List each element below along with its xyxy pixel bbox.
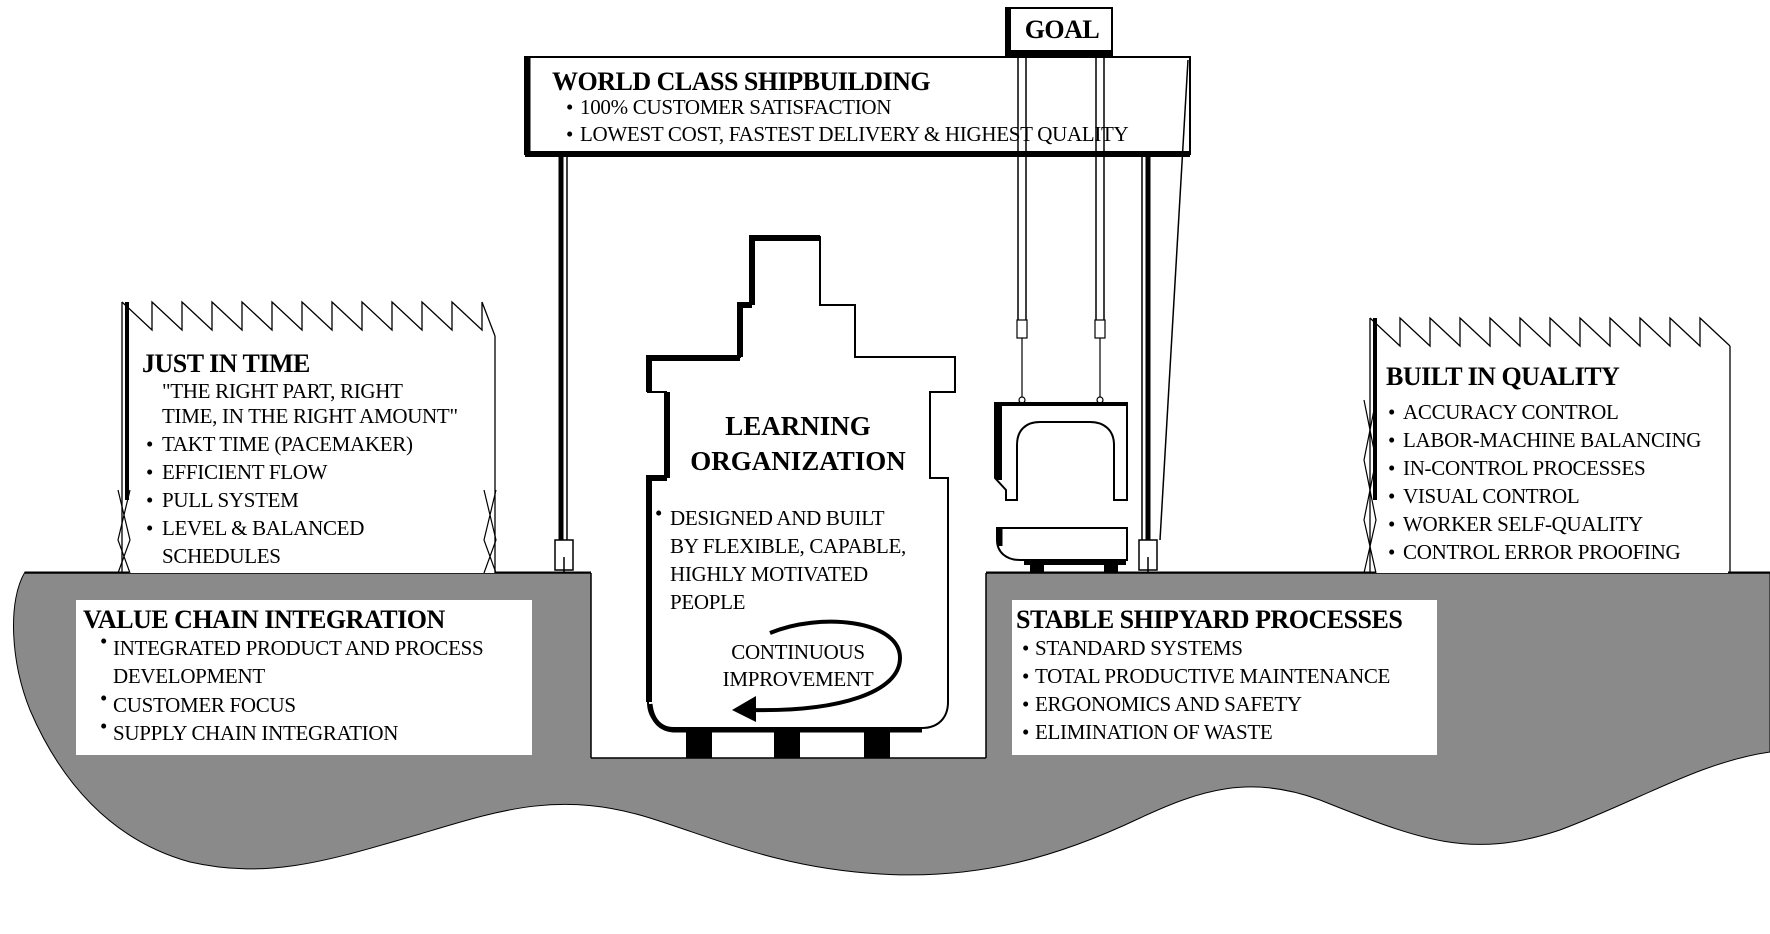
- cycle-label: CONTINUOUS: [731, 640, 865, 664]
- learning-title: LEARNING: [725, 411, 871, 441]
- world-class-item: 100% CUSTOMER SATISFACTION: [580, 95, 891, 119]
- ship-hull-shadow: [646, 235, 820, 702]
- bullet: •: [1022, 636, 1029, 660]
- goal-box: [1005, 7, 1113, 57]
- bullet: •: [1022, 664, 1029, 688]
- shed-brace: [483, 489, 497, 574]
- cycle-label: IMPROVEMENT: [723, 667, 874, 691]
- bullet: •: [146, 460, 153, 484]
- block-support-cap: [1024, 560, 1126, 565]
- shed-roof-right: [1369, 316, 1731, 348]
- learning-item: HIGHLY MOTIVATED: [670, 562, 868, 586]
- bullet: •: [1388, 512, 1395, 536]
- bullet: •: [1388, 540, 1395, 564]
- value-chain-title: VALUE CHAIN INTEGRATION: [83, 605, 445, 634]
- bullet: •: [146, 488, 153, 512]
- bullet: •: [1388, 484, 1395, 508]
- biq-item: IN-CONTROL PROCESSES: [1403, 456, 1645, 480]
- value-chain-item: CUSTOMER FOCUS: [113, 693, 296, 717]
- jit-item: SCHEDULES: [162, 544, 281, 568]
- stable-item: TOTAL PRODUCTIVE MAINTENANCE: [1035, 664, 1390, 688]
- learning-item: DESIGNED AND BUILT: [670, 506, 885, 530]
- stable-panel: [1012, 600, 1437, 755]
- cycle-arrow: [749, 619, 903, 713]
- learning-title: ORGANIZATION: [690, 446, 906, 476]
- value-chain-panel: [76, 600, 532, 755]
- bullet: •: [1022, 720, 1029, 744]
- bullet: •: [566, 122, 573, 146]
- ship-block-hanging: [994, 402, 1128, 501]
- biq-item: CONTROL ERROR PROOFING: [1403, 540, 1680, 564]
- learning-item: PEOPLE: [670, 590, 745, 614]
- jit-quote: "THE RIGHT PART, RIGHT: [162, 379, 403, 403]
- biq-item: VISUAL CONTROL: [1403, 484, 1579, 508]
- stable-item: ERGONOMICS AND SAFETY: [1035, 692, 1302, 716]
- ship-block-ground: [996, 527, 1128, 561]
- bullet: •: [146, 432, 153, 456]
- value-chain-item: DEVELOPMENT: [113, 664, 265, 688]
- bullet: •: [1388, 428, 1395, 452]
- bullet: •: [100, 686, 107, 710]
- jit-item: LEVEL & BALANCED: [162, 516, 364, 540]
- hoist-block: [1094, 319, 1106, 339]
- bullet: •: [100, 714, 107, 738]
- shed-brace: [1363, 399, 1377, 574]
- bullet: •: [146, 516, 153, 540]
- world-class-title: WORLD CLASS SHIPBUILDING: [552, 67, 930, 96]
- bullet: •: [1388, 400, 1395, 424]
- stable-item: STANDARD SYSTEMS: [1035, 636, 1243, 660]
- ship-hull-shadow: [647, 703, 922, 733]
- biq-item: LABOR-MACHINE BALANCING: [1403, 428, 1701, 452]
- biq-item: WORKER SELF-QUALITY: [1403, 512, 1643, 536]
- cycle-arrowhead: [732, 696, 756, 722]
- value-chain-item: INTEGRATED PRODUCT AND PROCESS: [113, 636, 483, 660]
- crane-beam: [524, 56, 1191, 155]
- hoist-block: [1016, 319, 1028, 339]
- stable-item: ELIMINATION OF WASTE: [1035, 720, 1272, 744]
- shed-brace: [117, 489, 131, 574]
- shed-panel-right: [1376, 352, 1728, 573]
- shed-roof-left: [121, 300, 496, 337]
- shed-panel-left: [129, 336, 495, 573]
- biq-title: BUILT IN QUALITY: [1386, 362, 1620, 391]
- bullet: •: [1022, 692, 1029, 716]
- value-chain-item: SUPPLY CHAIN INTEGRATION: [113, 721, 398, 745]
- biq-item: ACCURACY CONTROL: [1403, 400, 1619, 424]
- bullet: •: [1388, 456, 1395, 480]
- bullet: •: [566, 95, 573, 119]
- jit-item: TAKT TIME (PACEMAKER): [162, 432, 413, 456]
- jit-item: PULL SYSTEM: [162, 488, 299, 512]
- jit-item: EFFICIENT FLOW: [162, 460, 328, 484]
- bullet: •: [655, 501, 662, 525]
- learning-item: BY FLEXIBLE, CAPABLE,: [670, 534, 906, 558]
- world-class-item: LOWEST COST, FASTEST DELIVERY & HIGHEST …: [580, 122, 1129, 146]
- bullet: •: [100, 629, 107, 653]
- jit-title: JUST IN TIME: [142, 349, 310, 378]
- crane-brace: [1159, 59, 1189, 541]
- jit-quote: TIME, IN THE RIGHT AMOUNT": [162, 404, 458, 428]
- goal-label: GOAL: [1025, 15, 1100, 44]
- stable-title: STABLE SHIPYARD PROCESSES: [1016, 605, 1402, 634]
